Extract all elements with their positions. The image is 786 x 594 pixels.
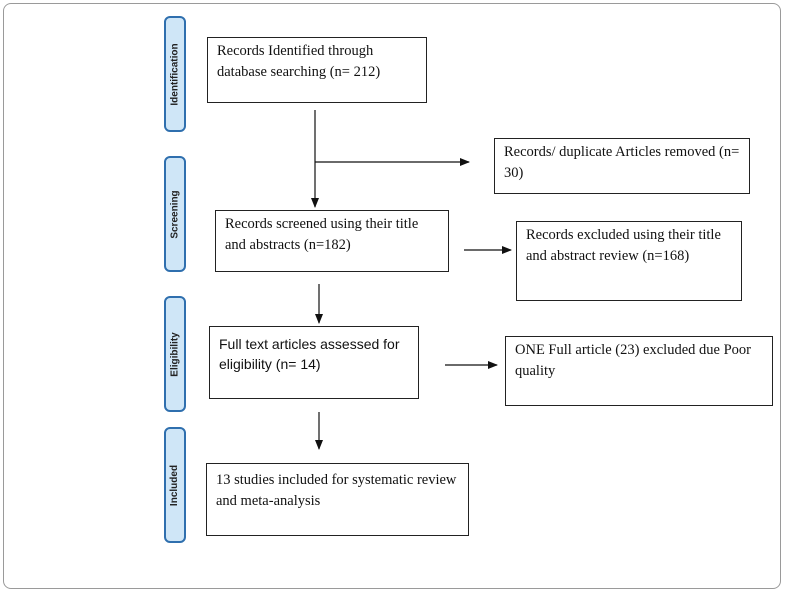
box-full-text-excluded: ONE Full article (23) excluded due Poor … (505, 336, 773, 406)
stage-eligibility: Eligibility (164, 296, 186, 412)
stage-screening: Screening (164, 156, 186, 272)
records-identified-text: Records Identified through database sear… (217, 43, 381, 81)
studies-included-text: 13 studies included for systematic revie… (216, 472, 457, 510)
stage-included: Included (164, 427, 186, 543)
diagram-frame (3, 3, 781, 589)
duplicates-removed-text: Records/ duplicate Articles removed (n= … (504, 144, 740, 182)
full-text-excluded-text: ONE Full article (23) excluded due Poor … (515, 342, 751, 380)
box-duplicates-removed: Records/ duplicate Articles removed (n= … (494, 138, 750, 194)
box-full-text-assessed: Full text articles assessed for eligibil… (209, 326, 419, 399)
box-studies-included: 13 studies included for systematic revie… (206, 463, 469, 536)
records-screened-text: Records screened using their title and a… (225, 216, 419, 254)
records-excluded-text: Records excluded using their title and a… (526, 227, 721, 265)
box-records-excluded: Records excluded using their title and a… (516, 221, 742, 301)
stage-identification: Identification (164, 16, 186, 132)
box-records-screened: Records screened using their title and a… (215, 210, 449, 272)
box-records-identified: Records Identified through database sear… (207, 37, 427, 103)
full-text-assessed-text: Full text articles assessed for eligibil… (219, 336, 400, 373)
